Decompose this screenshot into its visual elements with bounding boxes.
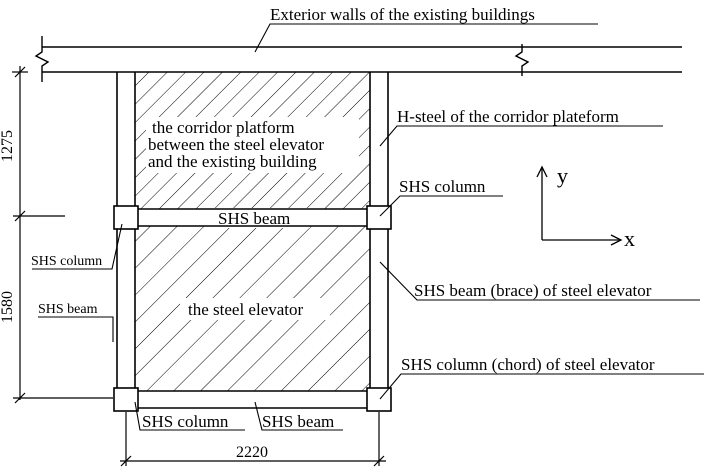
- label-h-steel: H-steel of the corridor plateform: [397, 107, 619, 126]
- label-steel-elevator: the steel elevator: [188, 300, 304, 319]
- label-shs-beam-bottom: SHS beam: [262, 412, 334, 431]
- vertical-dimension: [12, 66, 113, 404]
- steel-frame: [113, 72, 392, 412]
- label-shs-column-left: SHS column: [31, 254, 102, 269]
- label-platform-line1: the corridor platform: [152, 118, 295, 137]
- axis-x-label: x: [624, 226, 635, 251]
- label-shs-beam-left: SHS beam: [38, 302, 98, 317]
- dimension-width: 2220: [236, 444, 268, 461]
- label-shs-column-chord: SHS column (chord) of steel elevator: [401, 355, 655, 374]
- label-shs-beam-brace: SHS beam (brace) of steel elevator: [414, 281, 652, 300]
- label-platform-line2: between the steel elevator: [148, 135, 324, 154]
- horizontal-dimension: [120, 412, 386, 467]
- label-shs-beam-middle: SHS beam: [218, 209, 290, 228]
- axis-y-label: y: [557, 163, 568, 188]
- leader-lines: [32, 23, 704, 431]
- label-shs-column-bottom: SHS column: [142, 412, 229, 431]
- label-exterior-walls: Exterior walls of the existing buildings: [270, 5, 535, 24]
- dimension-height-lower: 1580: [0, 291, 16, 323]
- label-platform-line3: and the existing building: [148, 152, 317, 171]
- label-shs-column-right: SHS column: [399, 177, 486, 196]
- dimension-height-upper: 1275: [0, 130, 16, 162]
- coordinate-axes: [536, 165, 623, 246]
